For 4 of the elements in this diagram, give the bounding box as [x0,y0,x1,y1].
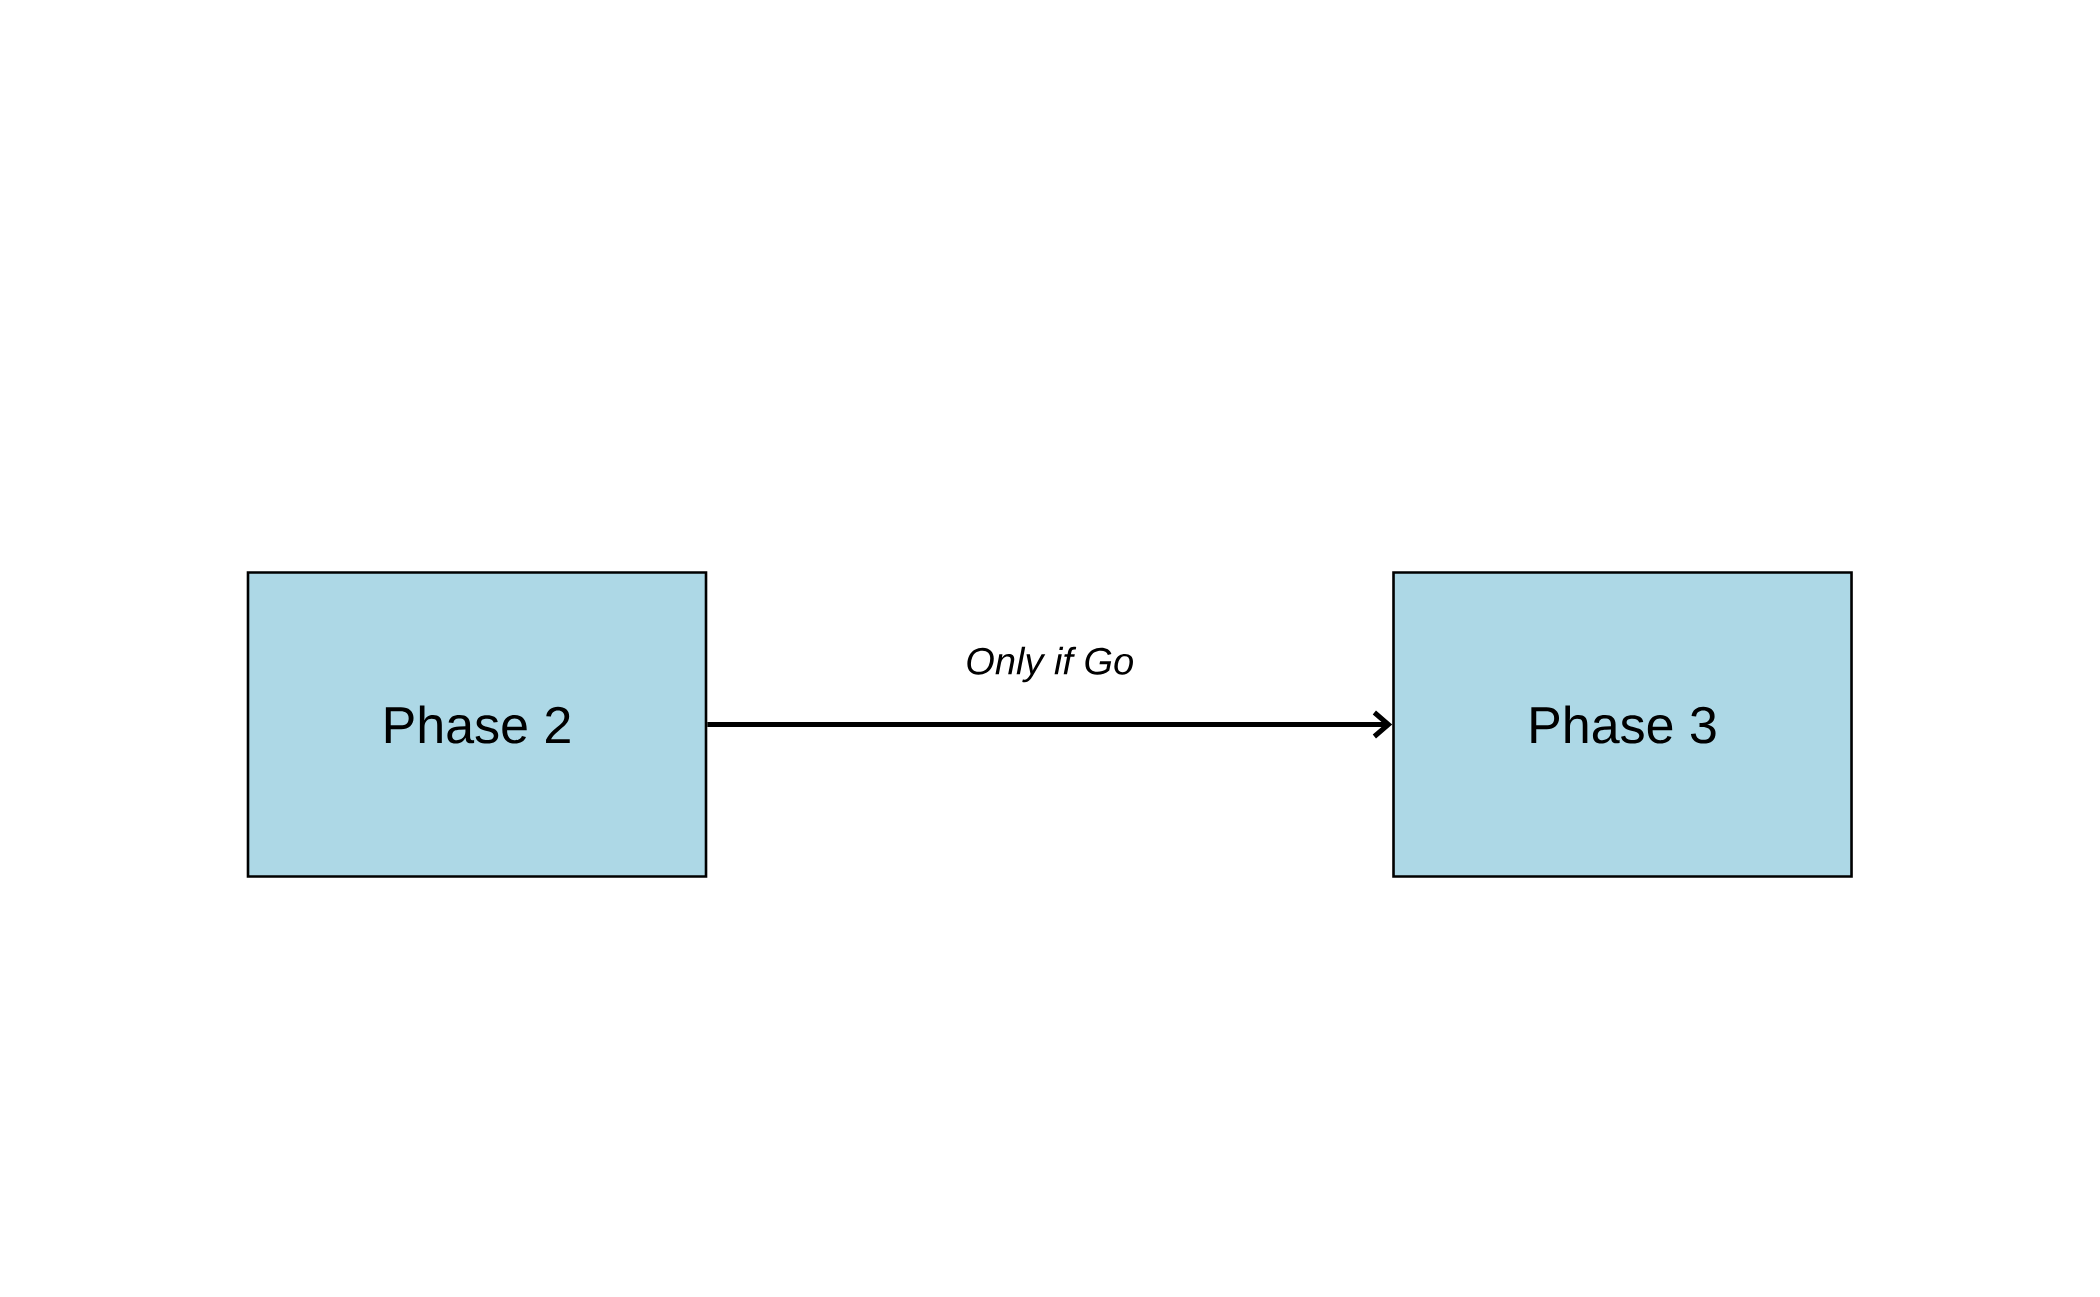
process-box: Phase 2 [246,571,708,878]
process-box: Phase 3 [1392,571,1853,878]
edge-label: Only if Go [961,642,1139,687]
arrow [707,710,1393,739]
